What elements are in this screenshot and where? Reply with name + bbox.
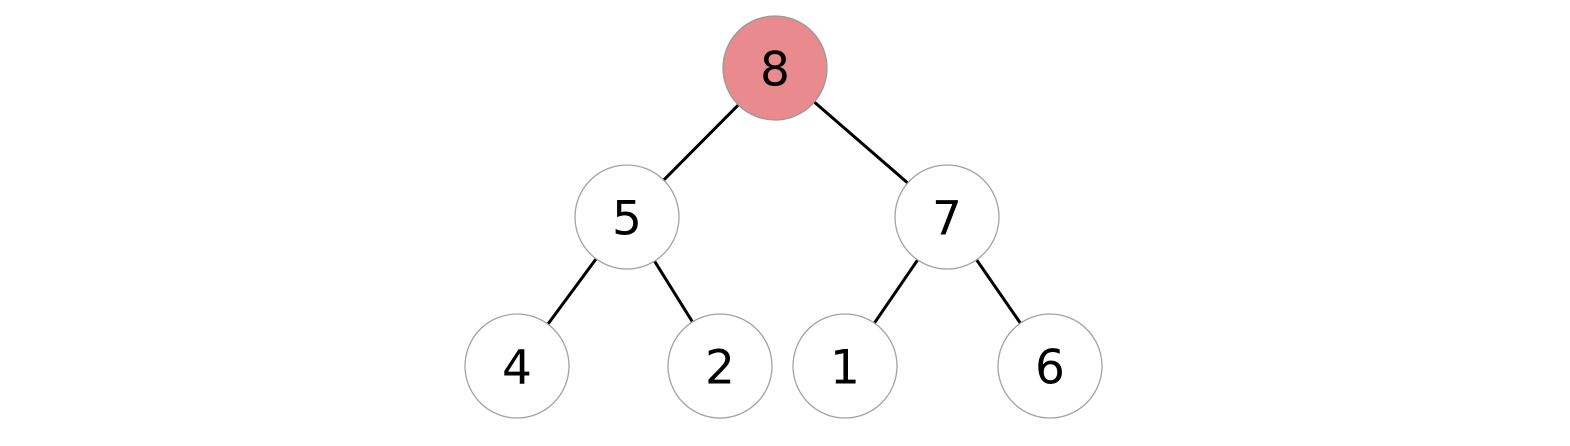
- node-circle: [997, 313, 1103, 419]
- tree-node-5: 5: [574, 164, 680, 270]
- nodes-layer: 8 5 7 4 2 1 6: [464, 15, 1103, 419]
- tree-node-4: 4: [464, 313, 570, 419]
- node-circle: [574, 164, 680, 270]
- node-circle: [894, 164, 1000, 270]
- node-circle: [792, 313, 898, 419]
- node-label: 5: [612, 192, 642, 247]
- node-label: 2: [705, 341, 735, 396]
- tree-node-1: 1: [792, 313, 898, 419]
- node-circle: [667, 313, 773, 419]
- node-label: 4: [502, 341, 532, 396]
- node-label: 6: [1035, 341, 1065, 396]
- highlighted-node-circle: [722, 15, 828, 121]
- node-circle: [464, 313, 570, 419]
- tree-node-7: 7: [894, 164, 1000, 270]
- node-label: 7: [932, 192, 962, 247]
- tree-node-6: 6: [997, 313, 1103, 419]
- tree-node-8: 8: [722, 15, 828, 121]
- node-label: 1: [830, 341, 860, 396]
- node-label: 8: [760, 43, 790, 98]
- tree-node-2: 2: [667, 313, 773, 419]
